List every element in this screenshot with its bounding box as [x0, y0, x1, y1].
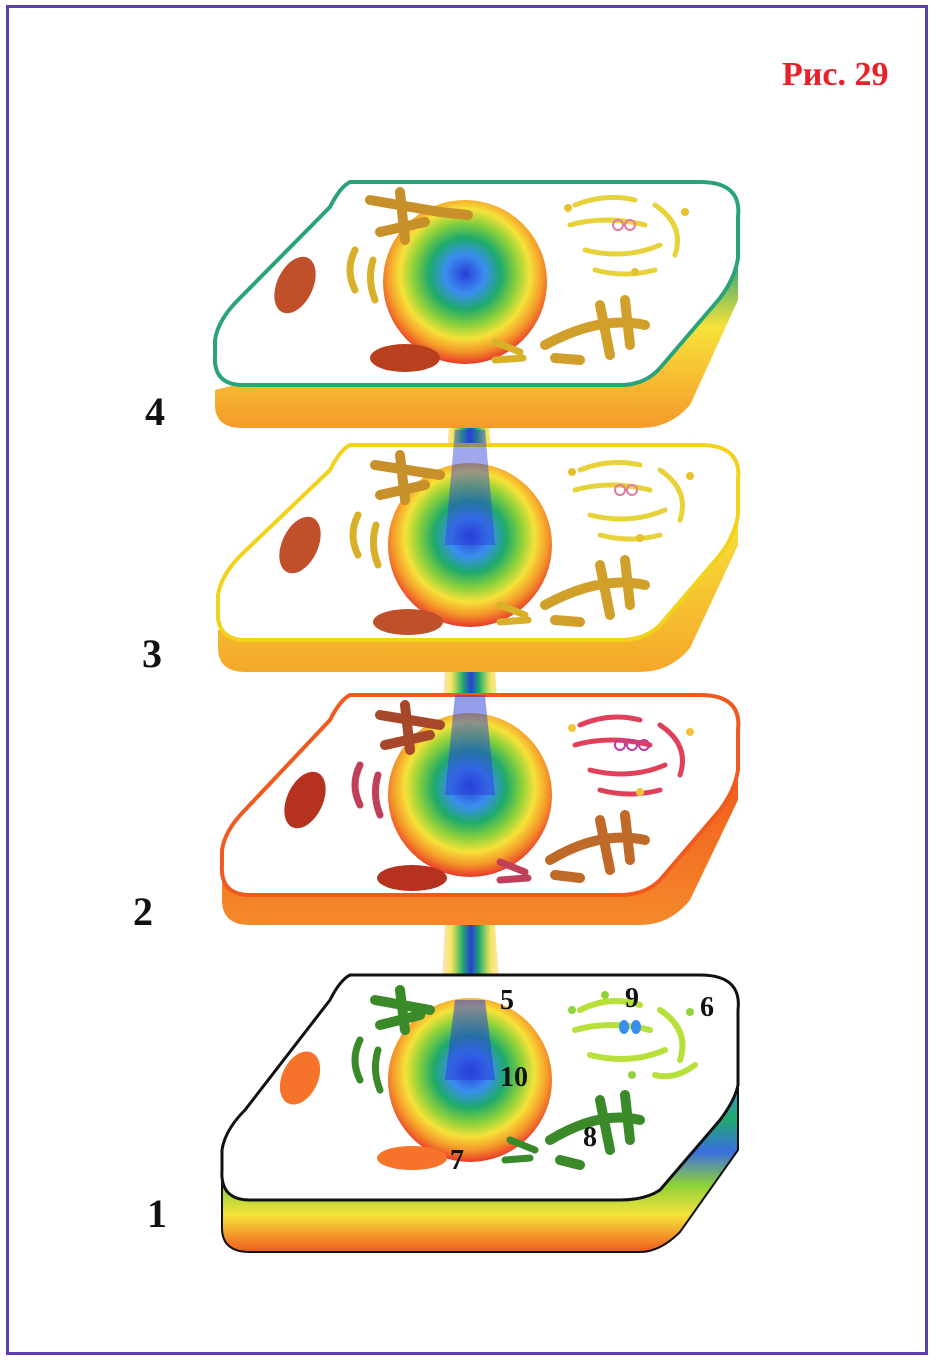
- layer-label-1: 1: [147, 1190, 167, 1237]
- callout-10: 10: [500, 1062, 528, 1094]
- mitochondrion: [377, 1146, 447, 1170]
- callout-9: 9: [625, 983, 639, 1015]
- cell-layer-2: [222, 695, 738, 925]
- callout-5: 5: [500, 985, 514, 1017]
- layer-label-2: 2: [133, 888, 153, 935]
- layer-label-3: 3: [142, 630, 162, 677]
- layer-label-4: 4: [145, 388, 165, 435]
- callout-7: 7: [450, 1145, 464, 1177]
- callout-8: 8: [583, 1122, 597, 1154]
- cell-layer-4: [215, 182, 738, 428]
- mitochondrion: [377, 865, 447, 891]
- cell-layer-3: [218, 430, 738, 672]
- mitochondrion: [373, 609, 443, 635]
- callout-6: 6: [700, 992, 714, 1024]
- mitochondrion: [370, 344, 440, 372]
- cell-layer-1: [222, 975, 738, 1252]
